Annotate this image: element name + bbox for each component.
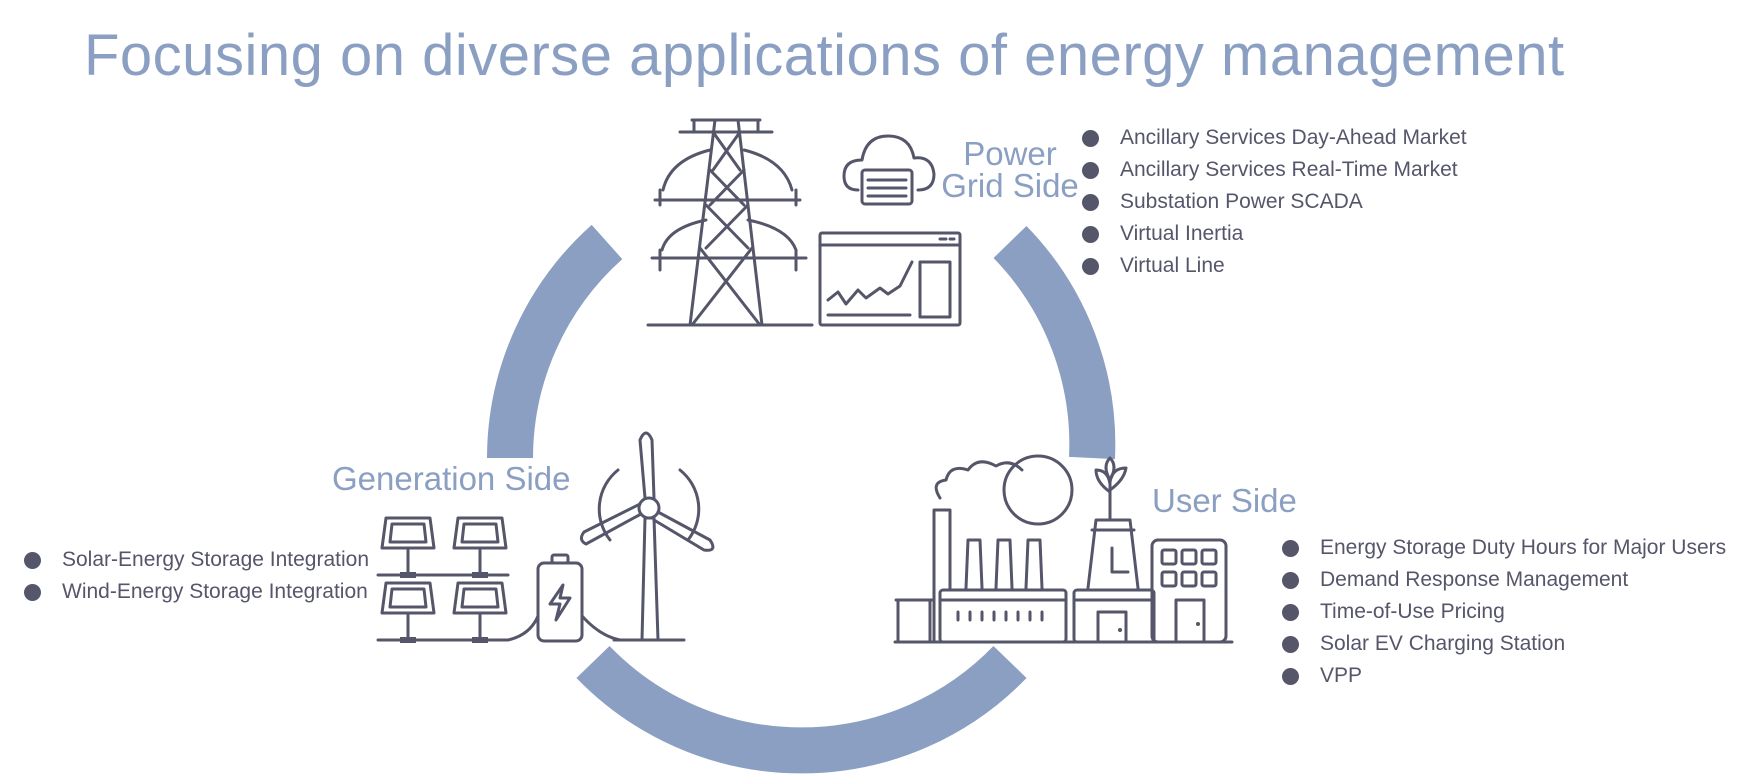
list-item: Solar EV Charging Station <box>1280 628 1726 660</box>
transmission-tower-icon <box>646 118 814 327</box>
list-item: VPP <box>1280 660 1726 692</box>
cloud-server-icon <box>842 134 936 206</box>
generation-side-title: Generation Side <box>332 460 571 497</box>
page-title: Focusing on diverse applications of ener… <box>84 23 1565 88</box>
list-item: Ancillary Services Real-Time Market <box>1080 154 1467 186</box>
list-item: Virtual Line <box>1080 250 1467 282</box>
list-item: Demand Response Management <box>1280 564 1726 596</box>
power-grid-title-line2: Grid Side <box>941 167 1079 204</box>
battery-icon <box>506 553 622 643</box>
wind-turbine-icon <box>579 431 715 642</box>
solar-panel-icon <box>376 516 510 642</box>
list-item: Ancillary Services Day-Ahead Market <box>1080 122 1467 154</box>
user-list: Energy Storage Duty Hours for Major User… <box>1280 532 1726 692</box>
arc-bottom <box>576 645 1027 774</box>
office-building-icon <box>1150 538 1228 644</box>
arc-right <box>993 225 1116 460</box>
arc-left <box>487 224 623 459</box>
list-item: Energy Storage Duty Hours for Major User… <box>1280 532 1726 564</box>
list-item: Wind-Energy Storage Integration <box>22 576 369 608</box>
power-grid-title-line1: Power <box>963 135 1057 172</box>
power-grid-list: Ancillary Services Day-Ahead Market Anci… <box>1080 122 1467 282</box>
list-item: Time-of-Use Pricing <box>1280 596 1726 628</box>
plant-sprout-icon <box>1094 456 1128 522</box>
cycle-arcs <box>487 224 1116 774</box>
list-item: Substation Power SCADA <box>1080 186 1467 218</box>
user-side-title: User Side <box>1152 482 1297 519</box>
monitor-chart-icon <box>818 231 962 327</box>
list-item: Virtual Inertia <box>1080 218 1467 250</box>
list-item: Solar-Energy Storage Integration <box>22 544 369 576</box>
generation-list: Solar-Energy Storage Integration Wind-En… <box>22 544 369 608</box>
power-grid-side-title: Power Grid Side <box>940 135 1080 204</box>
